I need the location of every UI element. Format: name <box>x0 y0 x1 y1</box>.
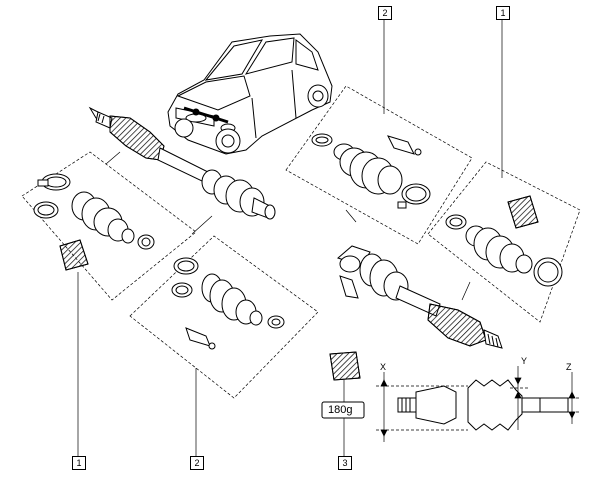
callout-bottom-middle: 2 <box>190 456 204 470</box>
kit-panel-middle <box>129 235 319 399</box>
kit-right-parts <box>445 195 563 287</box>
callout-top-right: 1 <box>496 6 510 20</box>
car-driveshaft-highlight <box>183 106 229 124</box>
driveshaft-right <box>337 245 503 349</box>
kit-left-parts <box>33 173 155 271</box>
grease-sachet-icon <box>329 351 361 381</box>
callout-bottom-left: 1 <box>72 456 86 470</box>
dimension-lines <box>376 366 580 442</box>
kit-panel-right <box>427 161 581 323</box>
callout-top-middle: 2 <box>378 6 392 20</box>
kit-panel-top-middle <box>285 85 473 245</box>
dimension-cross-section <box>397 379 569 431</box>
callout-bottom-grease: 3 <box>338 456 352 470</box>
dimension-y-label: Y <box>521 356 528 366</box>
dimension-x-label: X <box>380 362 387 372</box>
leader-lines <box>77 18 503 456</box>
dimension-z-label: Z <box>566 362 572 372</box>
kit-top-middle-parts <box>311 133 431 209</box>
driveshaft-left <box>88 106 276 220</box>
grease-weight-box <box>321 380 365 456</box>
kit-middle-parts <box>171 257 285 350</box>
car-illustration <box>167 33 333 155</box>
grease-weight-label: 180g <box>328 404 353 416</box>
